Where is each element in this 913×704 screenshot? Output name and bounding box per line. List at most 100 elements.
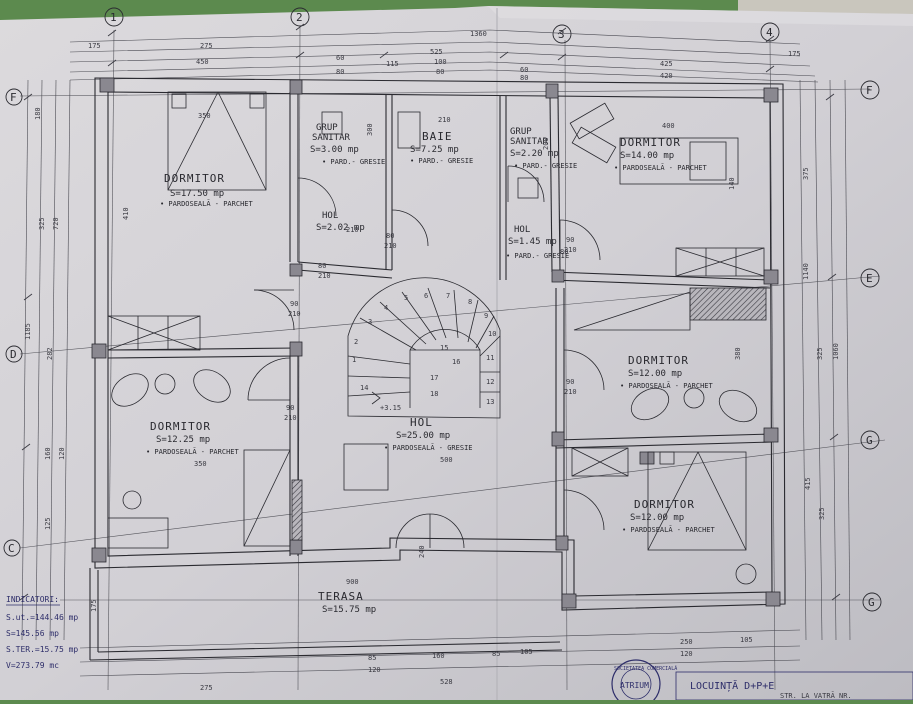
op-9: 90 [566,378,574,386]
dim-top-2: 525 [430,48,443,56]
round-table [154,373,176,395]
hol-c-area: S=25.00 mp [396,431,450,441]
axis-label-g-bottom: G [868,596,875,609]
op-1: 90 [290,300,298,308]
op-14: 240 [418,545,426,558]
notes-line-3: S.TER.=15.75 mp [6,645,78,654]
op-18: 380 [734,347,742,360]
axis-label-g-right: G [866,434,873,447]
dim-left-5: 282 [46,347,54,360]
stair [347,277,501,419]
stair-step-12: 12 [486,378,494,386]
hol-e-floor: • PARD.- GRESIE [506,252,569,260]
axis-label-c: C [8,542,15,555]
stamp-line-1: SOCIETATEA COMERCIALĂ [614,665,677,672]
axis-label-f-right: F [866,84,873,97]
dim-left-7: 120 [58,447,66,460]
dimension-texts: 1360 275 525 425 175 450 60 80 115 100 8… [24,30,840,692]
dimension-ticks [19,23,841,601]
dorm-se-area: S=12.00 mp [630,513,684,523]
op-26: 80 [560,248,568,256]
op-16: 350 [198,112,211,120]
dim-top-s0: 175 [88,42,101,50]
op-8: 210 [284,414,297,422]
baie-area: S=7.25 mp [410,145,459,155]
wardrobe [243,449,291,547]
dim-bot-1: 85 [368,654,376,662]
axis-label-e: E [866,272,873,285]
furniture [107,91,758,585]
dorm-se-name: DORMITOR [634,498,695,511]
stair-labels: +3.15 1 2 3 4 5 6 7 8 9 10 11 12 13 14 1… [352,292,496,412]
hol-c-floor: • PARDOSEALĂ - GRESIE [384,443,473,452]
title-line-1: LOCUINȚĂ D+P+E [690,679,774,692]
op-5: 90 [566,236,574,244]
bed-ne [619,137,739,185]
room-labels: DORMITOR S=17.50 mp • PARDOSEALĂ - PARCH… [146,123,716,615]
stair-step-9: 9 [484,312,488,320]
title-line-2: STR. LA VATRĂ NR. [780,691,852,700]
dim-bot-7: 105 [740,636,753,644]
axis-labels: 1 2 3 4 F F E D C G G [8,11,875,609]
dim-right-total: 1060 [832,343,840,360]
dim-bot-2: 120 [368,666,381,674]
grup-w-floor: • PARD.- GRESIE [322,158,385,166]
dim-left-8: 125 [44,517,52,530]
stair-step-15: 15 [440,344,448,352]
grup-e-name2: SANITAR [510,137,549,147]
stair-step-18: 18 [430,390,438,398]
stair-step-11: 11 [486,354,494,362]
terasa-name: TERASA [318,590,364,603]
axis-label-d: D [10,348,17,361]
stamp-line-2: ATRIUM [620,681,649,690]
axis-label-1: 1 [110,11,117,24]
dim-left-1: 180 [34,107,42,120]
dim-bot-8: 275 [200,684,213,692]
dorm-nw-area: S=17.50 mp [170,189,224,199]
op-17: 410 [122,207,130,220]
op-24: 210 [438,116,451,124]
notes-heading: INDICATORI: [6,595,59,604]
stair-step-8: 8 [468,298,472,306]
dimension-lines [21,29,851,677]
op-15: 900 [346,578,359,586]
op-7: 90 [286,404,294,412]
axis-label-3: 3 [558,28,565,41]
op-11: 80 [318,262,326,270]
dim-top-s1: 450 [196,58,209,66]
hol-e-name: HOL [514,225,530,235]
dim-top-s2: 60 [336,54,344,62]
grup-e-floor: • PARD.- GRESIE [514,162,577,170]
dorm-w-floor: • PARDOSEALĂ - PARCHET [146,447,240,456]
stair-step-16: 16 [452,358,460,366]
dim-top-total: 1360 [470,30,487,38]
axis-bubbles [3,7,882,612]
notes-line-4: V=273.79 mc [6,661,59,670]
stair-step-2: 2 [354,338,358,346]
stair-step-1: 1 [352,356,356,364]
op-20: 300 [366,123,374,136]
armchair-2 [193,369,231,403]
grup-w-area: S=3.00 mp [310,145,359,155]
dim-left-4: 1185 [24,323,32,340]
hol-e-area: S=1.45 mp [508,237,557,247]
op-4: 210 [384,242,397,250]
op-19: 400 [662,122,675,130]
dim-top-s8: 80 [520,74,528,82]
dim-bot-6: 250 [680,638,693,646]
op-10: 210 [564,388,577,396]
hol-c-name: HOL [410,416,433,429]
dim-top-s6: 80 [436,68,444,76]
dim-bot-5: 105 [520,648,533,656]
dim-top-3: 425 [660,60,673,68]
dorm-ne-name: DORMITOR [620,136,681,149]
dorm-e-floor: • PARDOSEALĂ - PARCHET [620,381,714,390]
dorm-w-name: DORMITOR [150,420,211,433]
desk [107,517,169,549]
stair-step-13: 13 [486,398,494,406]
dorm-e-area: S=12.00 mp [628,369,682,379]
dim-bot-4: 85 [492,650,500,658]
op-2: 210 [288,310,301,318]
op-6: 210 [564,246,577,254]
